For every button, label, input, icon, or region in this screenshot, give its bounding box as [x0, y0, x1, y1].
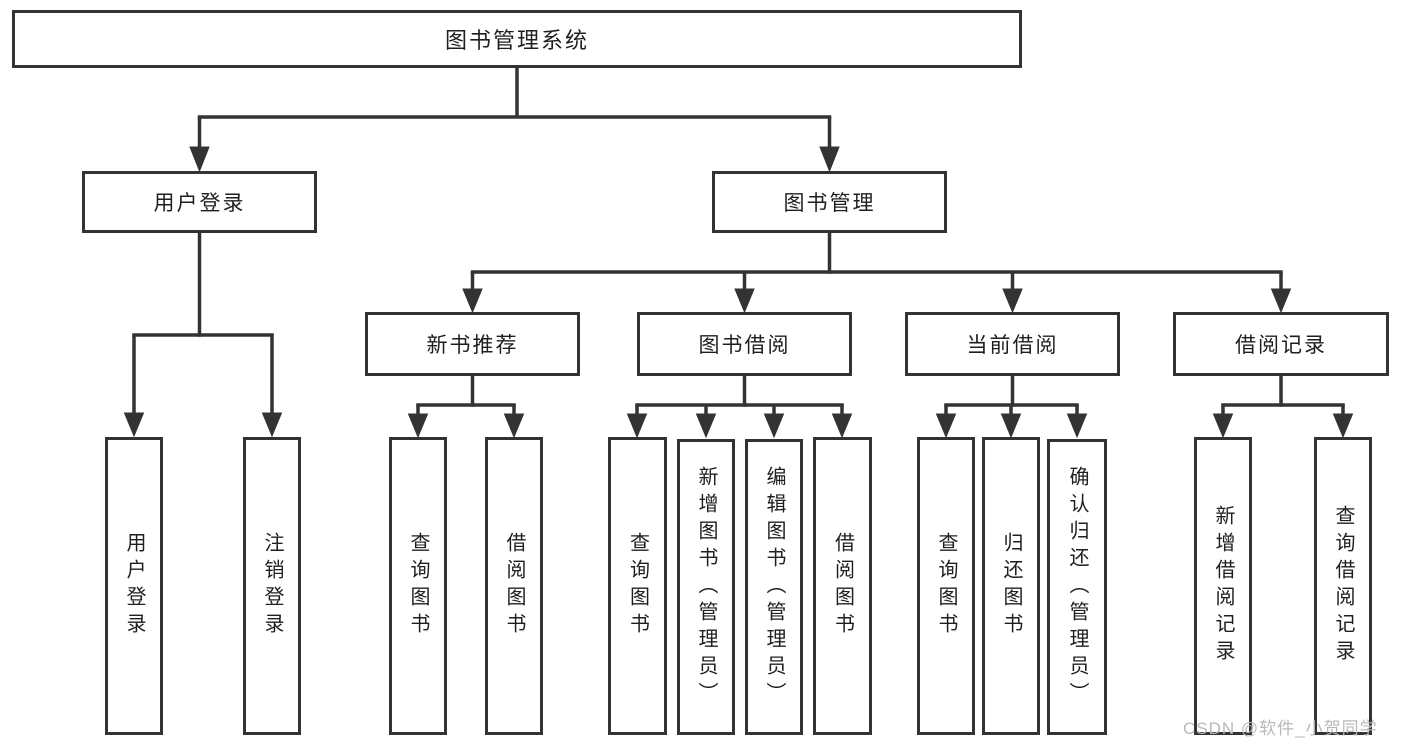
node-book-management-branch-label: 图书管理: [783, 192, 876, 215]
connector-root-to-level2: [189, 68, 840, 173]
node-borrow-records: 借阅记录: [1173, 312, 1389, 376]
arrowhead-icon: [407, 413, 429, 439]
node-leaf-query-books-1-label: 查询图书: [407, 532, 429, 640]
arrowhead-icon: [695, 413, 717, 439]
connector-login-children: [123, 233, 283, 438]
arrowhead-icon: [819, 146, 840, 173]
node-user-login-branch: 用户登录: [82, 171, 317, 233]
node-current-borrow-label: 当前借阅: [966, 334, 1059, 357]
node-leaf-add-books-admin: 新增图书（管理员）: [677, 439, 735, 735]
node-leaf-edit-books-admin-label: 编辑图书（管理员）: [763, 465, 785, 709]
node-leaf-query-borrow-record-label: 查询借阅记录: [1332, 505, 1354, 667]
arrowhead-icon: [261, 412, 283, 438]
arrowhead-icon: [1000, 413, 1022, 439]
node-leaf-logout: 注销登录: [243, 437, 301, 735]
node-leaf-return-books: 归还图书: [982, 437, 1040, 735]
arrowhead-icon: [1066, 413, 1088, 439]
node-new-book-recommend: 新书推荐: [365, 312, 580, 376]
node-system-root: 图书管理系统: [12, 10, 1022, 68]
node-book-management-branch: 图书管理: [712, 171, 947, 233]
node-new-book-recommend-label: 新书推荐: [426, 334, 519, 357]
arrowhead-icon: [831, 413, 853, 439]
node-leaf-query-books-2-label: 查询图书: [626, 532, 649, 640]
node-current-borrow: 当前借阅: [905, 312, 1120, 376]
node-system-root-label: 图书管理系统: [444, 28, 589, 53]
connector-borrow-children: [626, 376, 853, 439]
node-leaf-borrow-books-2-label: 借阅图书: [831, 532, 854, 640]
node-leaf-user-login-label: 用户登录: [123, 532, 145, 640]
node-leaf-query-borrow-record: 查询借阅记录: [1314, 437, 1372, 735]
node-leaf-user-login: 用户登录: [105, 437, 163, 735]
arrowhead-icon: [503, 413, 525, 439]
node-leaf-query-books-3-label: 查询图书: [935, 532, 957, 640]
arrowhead-icon: [935, 413, 957, 439]
arrowhead-icon: [1002, 288, 1023, 314]
arrowhead-icon: [763, 413, 785, 439]
connector-mgmt-to-level3: [462, 233, 1292, 314]
arrowhead-icon: [189, 146, 210, 173]
node-leaf-logout-label: 注销登录: [261, 532, 283, 640]
arrowhead-icon: [626, 413, 648, 439]
node-leaf-return-books-label: 归还图书: [1000, 532, 1022, 640]
arrowhead-icon: [123, 412, 145, 438]
arrowhead-icon: [1270, 288, 1292, 314]
connector-current-children: [935, 376, 1088, 439]
node-leaf-query-books-3: 查询图书: [917, 437, 975, 735]
node-leaf-borrow-books-2: 借阅图书: [813, 437, 872, 735]
node-leaf-confirm-return-admin-label: 确认归还（管理员）: [1066, 465, 1088, 709]
node-borrow-records-label: 借阅记录: [1235, 334, 1327, 357]
node-leaf-borrow-books-1-label: 借阅图书: [503, 532, 525, 640]
node-leaf-edit-books-admin: 编辑图书（管理员）: [745, 439, 803, 735]
connector-newbook-children: [407, 376, 525, 439]
node-leaf-query-books-1: 查询图书: [389, 437, 447, 735]
arrowhead-icon: [1332, 413, 1354, 439]
node-book-borrow: 图书借阅: [637, 312, 852, 376]
node-leaf-add-borrow-record: 新增借阅记录: [1194, 437, 1252, 735]
arrowhead-icon: [462, 288, 483, 314]
arrowhead-icon: [1212, 413, 1234, 439]
node-user-login-branch-label: 用户登录: [153, 192, 246, 215]
node-leaf-query-books-2: 查询图书: [608, 437, 667, 735]
node-leaf-add-borrow-record-label: 新增借阅记录: [1212, 505, 1234, 667]
node-book-borrow-label: 图书借阅: [698, 334, 791, 357]
node-leaf-add-books-admin-label: 新增图书（管理员）: [695, 465, 717, 709]
watermark: CSDN @软件_小贺同学: [1183, 719, 1378, 738]
node-leaf-borrow-books-1: 借阅图书: [485, 437, 543, 735]
node-leaf-confirm-return-admin: 确认归还（管理员）: [1047, 439, 1107, 735]
arrowhead-icon: [734, 288, 755, 314]
connector-records-children: [1212, 376, 1354, 439]
